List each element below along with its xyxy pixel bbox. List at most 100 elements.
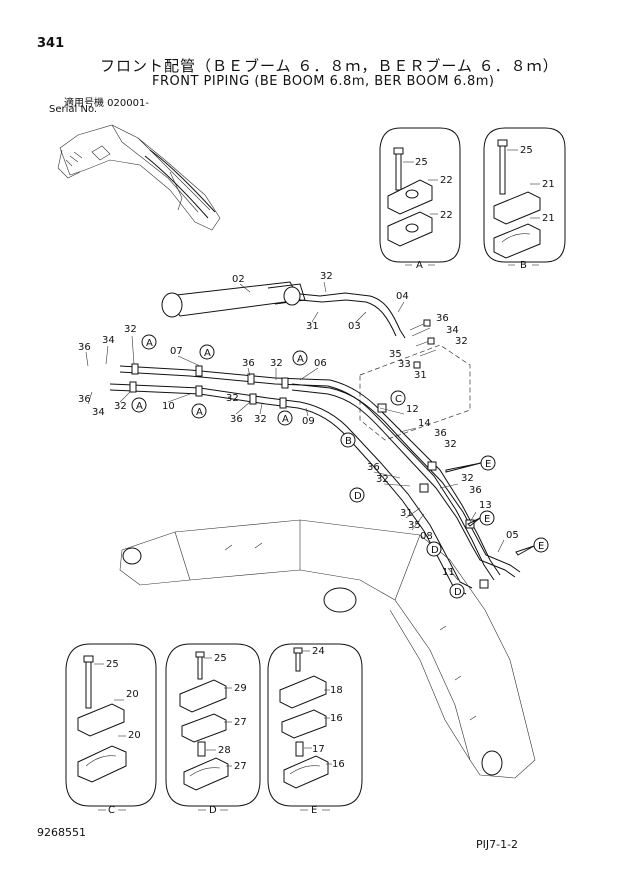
detail-view-d: D 25 29 27 28 27 (165, 643, 261, 816)
callout: 03 (348, 321, 361, 332)
view-marker: A (282, 414, 289, 425)
bolt-part (83, 655, 94, 709)
callout: 36 (78, 394, 91, 405)
callout: 31 (414, 370, 427, 381)
part-number: 16 (332, 759, 345, 770)
callout: 32 (444, 439, 457, 450)
clamp-plate-part (77, 703, 125, 737)
fitting-group (409, 319, 437, 369)
hydraulic-hose (299, 292, 406, 339)
boom-cylinder (161, 281, 306, 318)
part-number: 25 (106, 659, 119, 670)
clamp-half-part (283, 755, 329, 789)
callout: 36 (469, 485, 482, 496)
callout: 36 (436, 313, 449, 324)
view-marker: E (538, 541, 544, 552)
clamp-saddle-part (77, 745, 127, 783)
callout: 31 (400, 508, 413, 519)
part-number: 20 (128, 730, 141, 741)
callout: 14 (418, 418, 431, 429)
part-number: 25 (520, 145, 533, 156)
bolt-part (393, 147, 404, 191)
detail-view-label: D (209, 805, 217, 816)
view-marker: D (431, 545, 439, 556)
view-marker: A (136, 401, 143, 412)
part-number: 21 (542, 179, 555, 190)
callout: 05 (506, 530, 519, 541)
part-number: 22 (440, 210, 453, 221)
view-marker: A (146, 338, 153, 349)
detail-view-label: C (108, 805, 115, 816)
clamp-cap-part (279, 675, 327, 709)
view-marker: A (204, 348, 211, 359)
page-title-japanese: フロント配管（ＢＥブーム ６．８ｍ，ＢＥＲブーム ６．８ｍ） (100, 57, 559, 75)
callout: 36 (434, 428, 447, 439)
clamp-half-part (183, 757, 229, 791)
view-markers: A A A A A A C B E D E D E D (131, 334, 549, 599)
document-number: 9268551 (37, 826, 86, 839)
part-number: 28 (218, 745, 231, 756)
clamp-plate-part (493, 191, 541, 225)
bolt-part (293, 647, 303, 672)
spacer-part (197, 741, 206, 757)
part-number: 22 (440, 175, 453, 186)
part-number: 25 (214, 653, 227, 664)
clamp-saddle-part (493, 223, 541, 259)
detail-view-label: A (416, 260, 423, 271)
serial-label-english: Serial No. (49, 104, 98, 115)
page-number: 341 (37, 36, 65, 51)
detail-view-label: B (520, 260, 527, 271)
callout: 07 (170, 346, 183, 357)
part-number: 20 (126, 689, 139, 700)
callout: 10 (162, 401, 175, 412)
callout: 32 (270, 358, 283, 369)
excavator-key-view (57, 124, 221, 231)
callout-labels: 02 32 04 31 03 36 34 32 35 33 31 32 36 3… (78, 271, 519, 578)
clamp-half-part (387, 179, 433, 215)
clamp-half-part (181, 713, 227, 743)
part-number: 27 (234, 717, 247, 728)
view-marker: E (485, 459, 491, 470)
part-number: 21 (542, 213, 555, 224)
boom-structure (119, 519, 536, 779)
serial-label-japanese: 適用号機 020001- (64, 98, 149, 109)
callout: 32 (455, 336, 468, 347)
part-number: 27 (234, 761, 247, 772)
callout: 33 (398, 359, 411, 370)
bolt-part (195, 651, 205, 680)
front-pipe-upper (119, 365, 521, 581)
part-number: 25 (415, 157, 428, 168)
detail-view-c: C 25 20 20 (65, 643, 157, 816)
view-marker: E (484, 514, 490, 525)
part-number: 17 (312, 744, 325, 755)
view-marker: A (297, 354, 304, 365)
detail-view-label: E (311, 805, 317, 816)
part-number: 16 (330, 713, 343, 724)
callout: 35 (408, 520, 421, 531)
detail-view-b: B 25 21 21 (483, 127, 566, 271)
callout: 12 (406, 404, 419, 415)
bolt-part (497, 139, 508, 195)
callout: 08 (420, 531, 433, 542)
view-marker: D (354, 491, 362, 502)
callout: 32 (320, 271, 333, 282)
page-code: PIJ7-1-2 (476, 838, 519, 851)
detail-view-e: E 24 18 16 17 16 (267, 643, 363, 816)
view-marker: A (196, 407, 203, 418)
callout: 06 (314, 358, 327, 369)
callout: 36 (242, 358, 255, 369)
callout: 36 (78, 342, 91, 353)
callout: 32 (376, 474, 389, 485)
callout: 34 (102, 335, 115, 346)
callout: 04 (396, 291, 409, 302)
callout: 11 (442, 567, 455, 578)
clamp-cap-part (179, 679, 227, 713)
view-marker: C (395, 394, 402, 405)
spacer-part (295, 741, 304, 757)
callout: 32 (124, 324, 137, 335)
leader-lines (85, 281, 505, 581)
view-marker: D (454, 587, 462, 598)
view-marker: B (345, 436, 352, 447)
callout: 02 (232, 274, 245, 285)
